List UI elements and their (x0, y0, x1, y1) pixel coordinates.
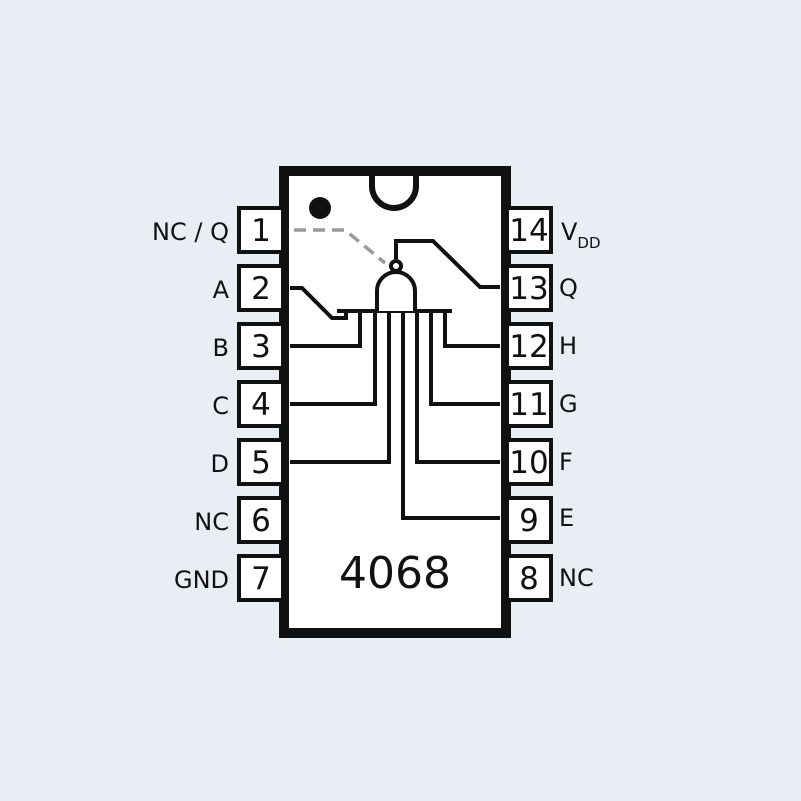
pin-label-3: B (213, 334, 229, 362)
pin-number-10: 10 (509, 445, 548, 481)
pin-number-8: 8 (519, 561, 539, 597)
pin-number-5: 5 (251, 445, 271, 481)
right-pins (505, 206, 553, 602)
pin-box-1 (237, 206, 285, 254)
pin-number-4: 4 (251, 387, 271, 423)
pin-label-9: E (559, 504, 574, 532)
pin-number-14: 14 (509, 213, 548, 249)
pin-label-10: F (559, 448, 573, 476)
pin-box-11 (505, 380, 553, 428)
pin-label-1: NC / Q (152, 218, 229, 246)
pin-box-12 (505, 322, 553, 370)
wire-pin3-b (290, 311, 362, 348)
pin-number-13: 13 (509, 271, 548, 307)
pin-number-3: 3 (251, 329, 271, 365)
pin-box-10 (505, 438, 553, 486)
pin-number-12: 12 (509, 329, 548, 365)
chip-notch (369, 176, 419, 211)
pin-number-7: 7 (251, 561, 271, 597)
pin-label-8: NC (559, 564, 594, 592)
pin-label-12: H (559, 332, 577, 360)
pin-label-6: NC (194, 508, 229, 536)
wire-pin12-h (443, 311, 500, 348)
wire-pin5-d (290, 311, 391, 464)
pin-number-1: 1 (251, 213, 271, 249)
pin-label-14: VDD (561, 218, 601, 252)
chip-part-number: 4068 (339, 548, 451, 599)
pin-label-14-subscript: DD (577, 234, 600, 252)
pin-label-14-main: V (561, 218, 578, 246)
pin-label-11: G (559, 390, 578, 418)
pin-box-9 (505, 496, 553, 544)
pin1-indicator-dot (309, 197, 331, 219)
pin-box-3 (237, 322, 285, 370)
pin-label-4: C (212, 392, 229, 420)
pin-label-5: D (211, 450, 229, 478)
pin-box-6 (237, 496, 285, 544)
wire-pin11-g (429, 311, 500, 406)
gate-body (375, 270, 417, 311)
wire-pin10-f (415, 311, 500, 464)
pin-label-7: GND (174, 566, 229, 594)
pin-box-4 (237, 380, 285, 428)
pin-number-11: 11 (509, 387, 548, 423)
optional-q-connection (294, 228, 387, 265)
gate-inversion-bubble (389, 259, 403, 273)
pin-box-5 (237, 438, 285, 486)
wire-pin9-e (401, 311, 500, 520)
pin-number-6: 6 (251, 503, 271, 539)
left-pins (237, 206, 285, 602)
pin-box-2 (237, 264, 285, 312)
wire-pin4-c (290, 311, 377, 406)
pin-number-9: 9 (519, 503, 539, 539)
internal-wiring (290, 228, 500, 520)
wire-pin2-a (290, 286, 348, 320)
pin-box-14 (505, 206, 553, 254)
pin-box-8 (505, 554, 553, 602)
pin-label-13: Q (559, 274, 578, 302)
pin-number-2: 2 (251, 271, 271, 307)
pin-label-2: A (213, 276, 230, 304)
wire-output-q (394, 239, 500, 289)
pin-box-7 (237, 554, 285, 602)
nand-gate-symbol (375, 259, 417, 311)
pin-box-13 (505, 264, 553, 312)
